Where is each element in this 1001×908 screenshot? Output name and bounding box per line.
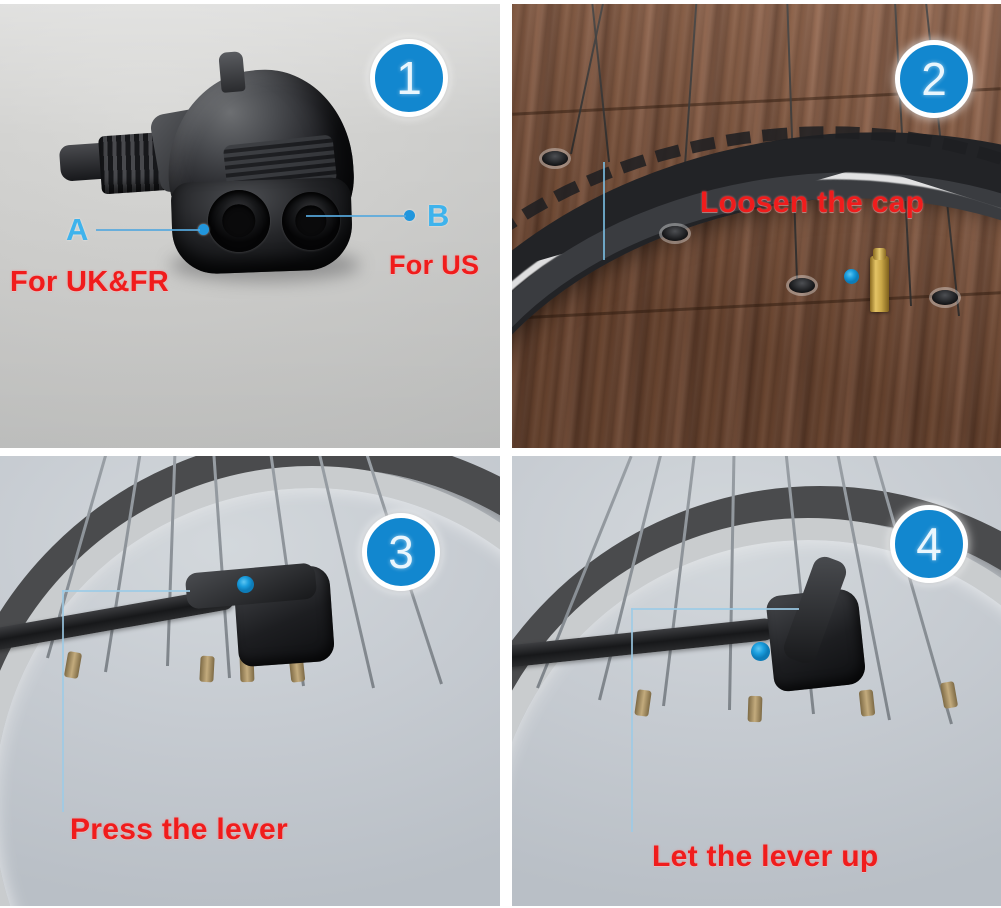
spoke-nipple [747, 695, 763, 723]
photo-pump-nozzle: A B For UK&FR For US 1 [0, 4, 500, 448]
marker-dot-lever [237, 576, 254, 593]
leader-line-b [306, 215, 406, 217]
leader-line-lever-horizontal [631, 608, 799, 610]
panel-step-2: Loosen the cap 2 [512, 4, 1001, 448]
label-letter-b: B [427, 198, 450, 233]
marker-dot-b [404, 210, 415, 221]
leader-line-valve [603, 162, 605, 260]
panel-step-3: Press the lever 3 [0, 456, 500, 906]
leader-line-lever-horizontal [62, 590, 190, 592]
leader-line-lever-vertical [631, 608, 633, 832]
photo-valve-on-wood: Loosen the cap 2 [512, 4, 1001, 448]
valve-port-b [282, 192, 340, 250]
step-badge-4: 4 [890, 505, 968, 583]
presta-valve-stem [870, 248, 889, 312]
marker-dot-valve [844, 269, 859, 284]
caption-press-the-lever: Press the lever [70, 813, 288, 846]
valve-port-a-bore [222, 204, 256, 238]
spoke-nipple [789, 278, 815, 293]
caption-loosen-the-cap: Loosen the cap [700, 186, 925, 219]
marker-dot-a [198, 224, 209, 235]
spoke-nipple [199, 655, 215, 683]
marker-dot-lever [751, 642, 770, 661]
photo-lever-pressed: Press the lever 3 [0, 456, 500, 906]
label-letter-a: A [66, 212, 89, 247]
spoke-nipple [662, 226, 688, 241]
spoke-nipple [858, 689, 876, 717]
caption-for-uk-fr: For UK&FR [10, 266, 169, 298]
valve-port-a [208, 190, 270, 252]
pump-head-tab [218, 51, 246, 93]
spoke-nipple [542, 151, 568, 166]
leader-line-a [96, 229, 200, 231]
photo-lever-up: Let the lever up 4 [512, 456, 1001, 906]
step-badge-3: 3 [362, 513, 440, 591]
valve-port-b-bore [295, 205, 327, 237]
pump-head-assembly [58, 51, 372, 287]
caption-let-the-lever-up: Let the lever up [652, 840, 879, 873]
caption-for-us: For US [389, 250, 480, 280]
step-badge-1: 1 [370, 39, 448, 117]
panel-step-4: Let the lever up 4 [512, 456, 1001, 906]
step-badge-2: 2 [895, 40, 973, 118]
panel-step-1: A B For UK&FR For US 1 [0, 4, 500, 448]
spoke-nipple [932, 290, 958, 305]
leader-line-lever-vertical [62, 590, 64, 812]
